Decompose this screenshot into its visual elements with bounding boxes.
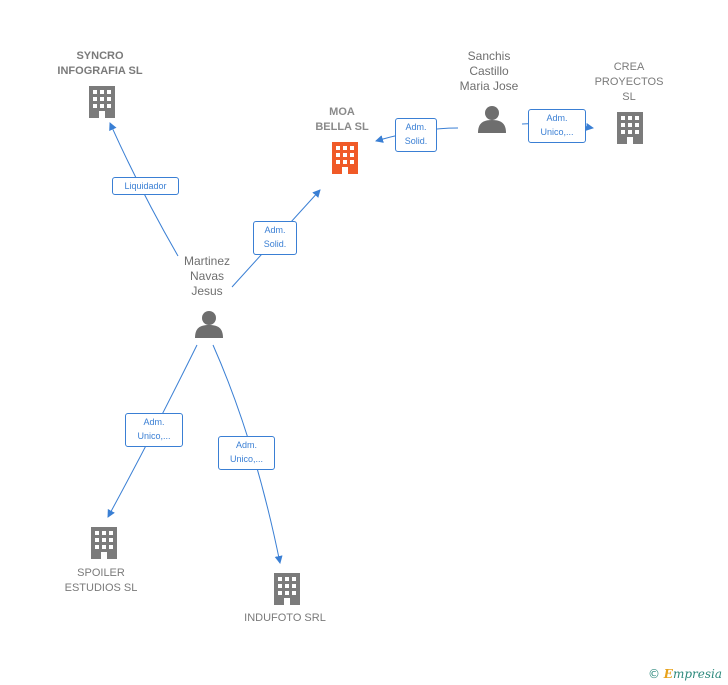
edge-label-liquidador: Liquidador — [112, 177, 179, 195]
building-icon-moa[interactable] — [332, 142, 358, 174]
edge-label-martinez-indufoto: Adm. Unico,... — [218, 436, 275, 470]
person-label-sanchis[interactable]: Sanchis Castillo Maria Jose — [459, 49, 519, 93]
copyright-icon: © — [647, 667, 660, 681]
brand-name: mpresia — [672, 667, 722, 681]
company-label-indufoto[interactable]: INDUFOTO SRL — [244, 612, 326, 624]
edge-label-sanchis-moa: Adm. Solid. — [395, 118, 437, 152]
building-icon-indufoto[interactable] — [274, 573, 300, 605]
company-label-spoiler[interactable]: SPOILER ESTUDIOS SL — [64, 567, 138, 594]
person-icon-martinez[interactable] — [195, 311, 223, 338]
company-label-crea[interactable]: CREA PROYECTOS SL — [594, 61, 664, 103]
brand-initial: E — [663, 667, 673, 681]
building-icon-spoiler[interactable] — [91, 527, 117, 559]
building-icon-syncro[interactable] — [89, 86, 115, 118]
person-label-martinez[interactable]: Martinez Navas Jesus — [183, 254, 230, 298]
edge-label-martinez-spoiler: Adm. Unico,... — [125, 413, 183, 447]
person-icon-sanchis[interactable] — [478, 106, 506, 133]
edge-label-sanchis-crea: Adm. Unico,... — [528, 109, 586, 143]
building-icon-crea[interactable] — [617, 112, 643, 144]
company-label-moa[interactable]: MOA BELLA SL — [315, 106, 369, 133]
company-label-syncro[interactable]: SYNCRO INFOGRAFIA SL — [57, 50, 143, 77]
empresia-logo: © Empresia — [648, 667, 722, 681]
edge-label-martinez-moa: Adm. Solid. — [253, 221, 297, 255]
